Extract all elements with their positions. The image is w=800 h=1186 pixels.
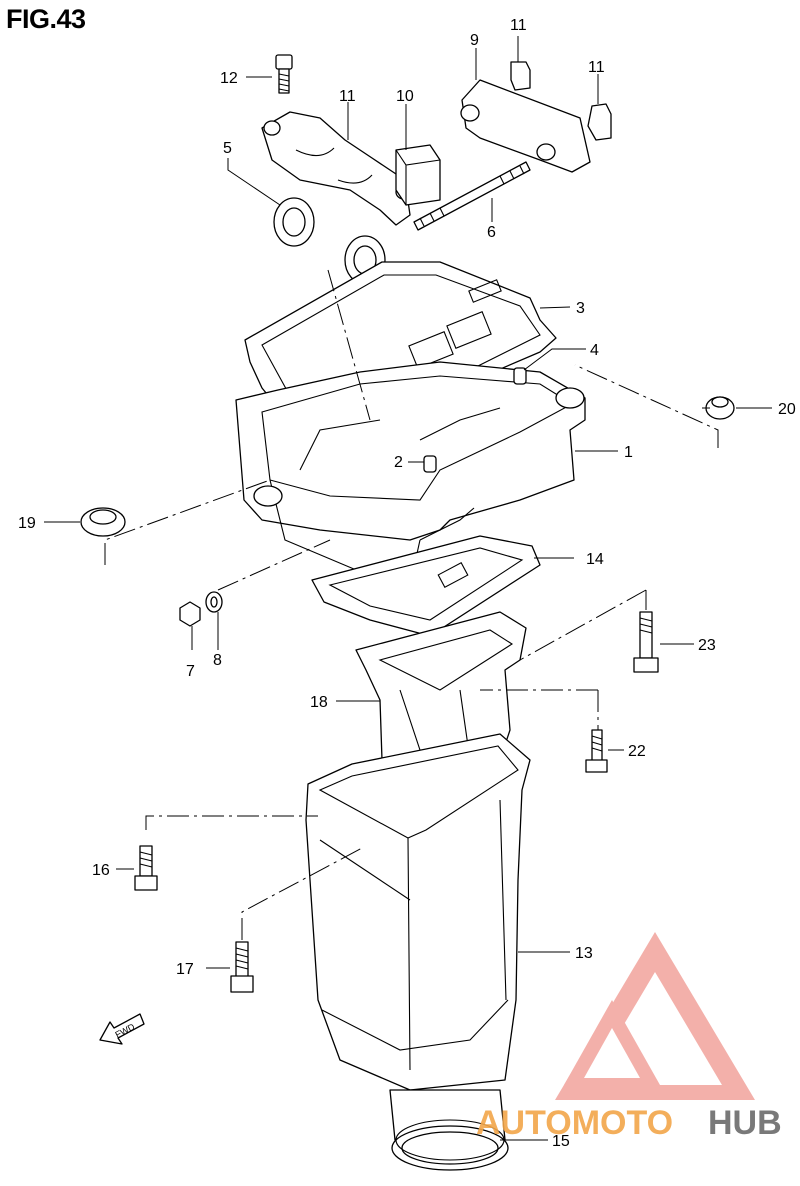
callout-16: 15	[552, 1133, 570, 1150]
callout-23: 23	[698, 637, 716, 654]
callout-labels: 12 11 10 9 11 11 5 6 3 4 1 2 20 19 14 7 …	[18, 17, 796, 1150]
watermark-text: AUTOMOTO HUB	[476, 1104, 782, 1142]
callout-1: 1	[624, 444, 633, 461]
seal-ring-16	[389, 1089, 509, 1171]
callout-8: 8	[213, 652, 222, 669]
callout-3: 3	[576, 300, 585, 317]
watermark-text-right: HUB	[708, 1104, 782, 1142]
callout-17: 16	[92, 862, 110, 879]
bracket-9	[460, 79, 591, 173]
nut-7	[179, 601, 201, 627]
gasket-15	[311, 535, 541, 637]
callout-12: 11	[339, 88, 356, 105]
bolt-18	[230, 941, 254, 993]
callout-21: 20	[778, 401, 796, 418]
callout-19: 18	[310, 694, 328, 711]
callout-15: 14	[586, 551, 604, 568]
washer-8	[205, 591, 223, 613]
callout-7: 7	[186, 663, 195, 680]
nut-21	[705, 396, 735, 420]
callout-14: 13	[575, 945, 593, 962]
adapter-1	[235, 361, 586, 586]
watermark-text-left: AUTOMOTO	[476, 1104, 673, 1142]
callout-13: 12	[220, 70, 238, 87]
bolt-13	[275, 54, 293, 94]
assembly-lines	[104, 269, 719, 940]
figure-title: FIG.43	[6, 4, 86, 34]
clip-11a	[510, 61, 531, 91]
pin-4	[513, 367, 527, 385]
stud-6	[413, 161, 531, 231]
callout-5: 5	[223, 140, 232, 157]
callout-4: 4	[590, 342, 599, 359]
bolt-17	[134, 845, 158, 891]
bolt-23	[633, 611, 659, 673]
grommet-20	[80, 507, 126, 537]
callout-11a: 11	[510, 17, 527, 34]
watermark-logo-icon	[555, 932, 755, 1100]
callout-2: 2	[394, 454, 403, 471]
callout-18: 17	[176, 961, 194, 978]
fwd-arrow-icon: FWD	[99, 1013, 145, 1045]
clip-11b	[587, 103, 612, 141]
callout-6: 6	[487, 224, 496, 241]
exhaust-housing-14	[305, 733, 531, 1091]
callout-11b: 11	[588, 59, 605, 76]
block-10	[395, 144, 441, 206]
callout-10: 10	[396, 88, 414, 105]
leader-lines	[44, 36, 772, 1141]
pin-2	[423, 455, 437, 473]
callout-22: 22	[628, 743, 646, 760]
bolt-22	[585, 729, 608, 773]
callout-9: 9	[470, 32, 479, 49]
callout-20: 19	[18, 515, 36, 532]
